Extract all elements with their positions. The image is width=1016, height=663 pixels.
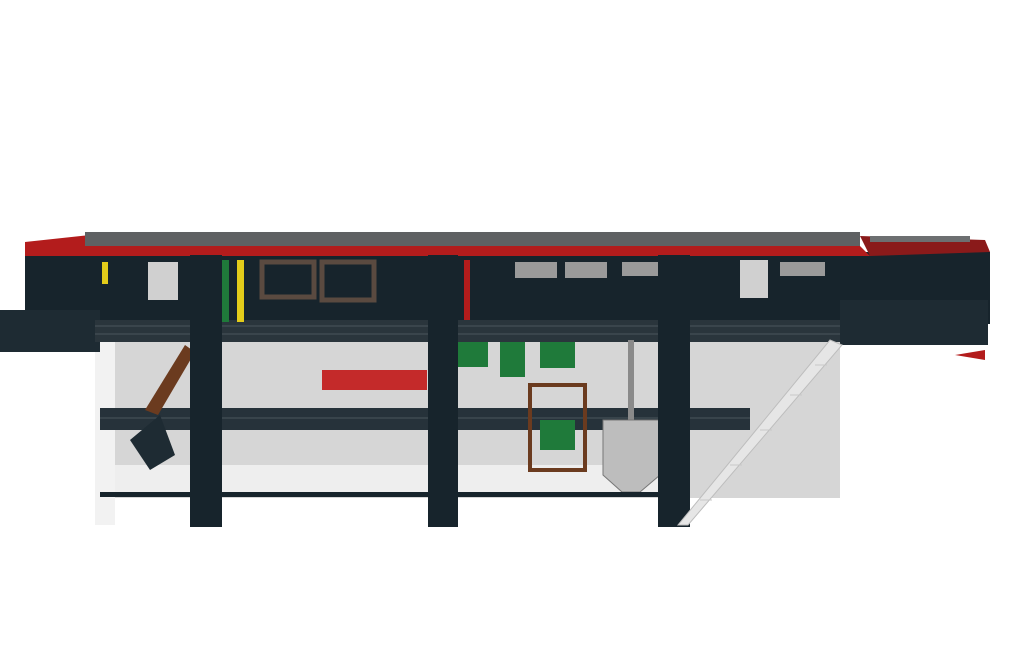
red-shelf (322, 370, 427, 390)
staircase-steps (700, 364, 827, 501)
gray-tank-rack (515, 262, 825, 278)
roof-slab (85, 232, 860, 246)
green-cabinet-4 (540, 420, 575, 450)
upper-level-wall (25, 252, 990, 324)
interior-floor (100, 465, 690, 495)
right-staircase (676, 339, 843, 526)
mixer-shaft (628, 340, 634, 420)
pillar-2 (428, 255, 458, 527)
yellow-pipe-left (102, 262, 108, 284)
middle-walkway (100, 408, 750, 430)
pillar-3 (658, 255, 690, 527)
mixing-tank (602, 419, 661, 493)
left-dark-stair (130, 415, 175, 470)
white-panel-right (740, 260, 768, 298)
roof-right-cap (870, 236, 970, 242)
red-flag-right (955, 350, 985, 360)
brown-frame (259, 259, 377, 303)
white-panel-left (148, 262, 178, 300)
yellow-pipe (237, 260, 244, 322)
pillar-1 (190, 255, 222, 527)
left-wall-panel (95, 340, 115, 525)
roof-red-trim (85, 246, 870, 256)
roof-left-trim (25, 235, 90, 256)
red-pipe (464, 260, 470, 320)
base-beam (100, 492, 690, 497)
left-overhang (0, 310, 100, 352)
green-pipe (222, 260, 229, 322)
hopper-frame (528, 383, 587, 472)
green-cabinet-1 (458, 342, 488, 367)
right-overhang (840, 300, 988, 345)
green-cabinet-2 (500, 342, 525, 377)
green-cabinet-3 (540, 342, 575, 368)
left-brown-stair (145, 345, 195, 415)
